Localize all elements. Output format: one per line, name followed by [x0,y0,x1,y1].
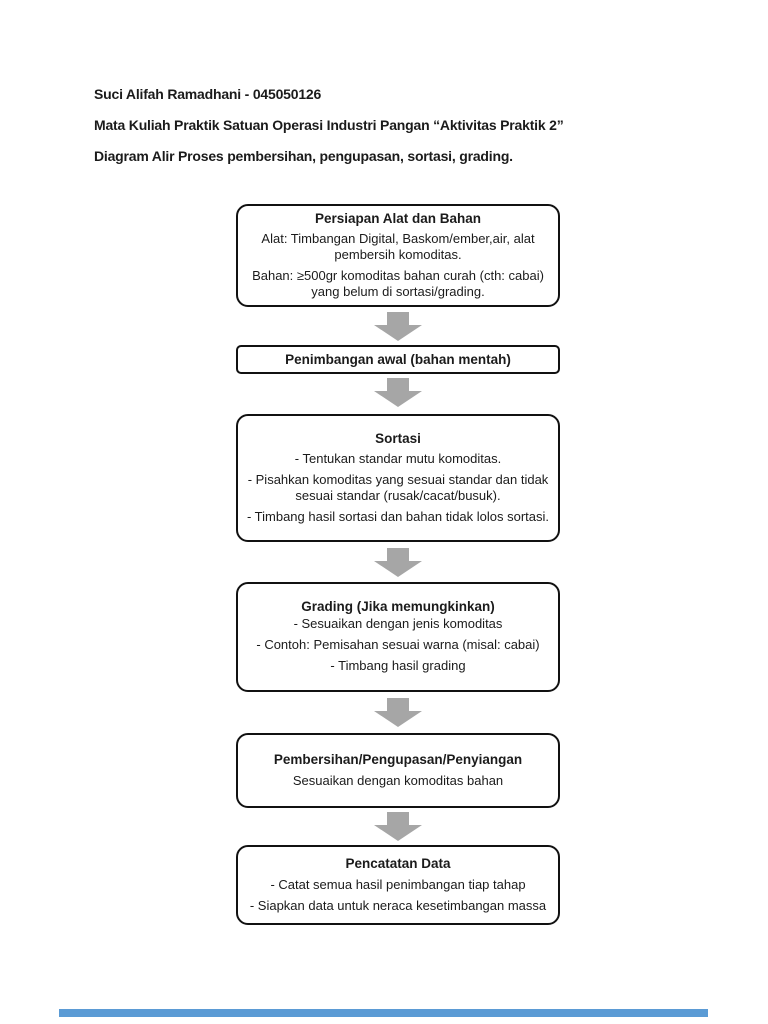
flow-step-line: - Catat semua hasil penimbangan tiap tah… [270,876,526,892]
flow-step-title: Penimbangan awal (bahan mentah) [285,351,511,367]
flow-step-line: - Tentukan standar mutu komoditas. [294,451,502,466]
flow-step-title: Persiapan Alat dan Bahan [314,210,482,226]
diagram-title-line: Diagram Alir Proses pembersihan, pengupa… [94,148,513,164]
flow-step-line: Sesuaikan dengan komoditas bahan [292,772,504,788]
flow-step-pembersihan: Pembersihan/Pengupasan/Penyiangan Sesuai… [236,733,560,808]
flow-step-line: - Siapkan data untuk neraca kesetimbanga… [249,897,547,913]
document-header: Suci Alifah Ramadhani - 045050126 Mata K… [94,86,714,179]
flow-step-line: - Timbang hasil grading [330,658,466,674]
flow-step-title: Pencatatan Data [345,856,451,871]
flow-step-line: - Timbang hasil sortasi dan bahan tidak … [246,509,550,524]
flow-step-title: Grading (Jika memungkinkan) [301,599,495,615]
flow-step-persiapan-alat-bahan: Persiapan Alat dan Bahan Alat: Timbangan… [236,204,560,307]
flow-step-title: Pembersihan/Pengupasan/Penyiangan [273,752,523,767]
arrow-down-icon [374,378,422,407]
flow-step-line: - Pisahkan komoditas yang sesuai standar… [247,472,549,503]
flow-step-sortasi: Sortasi - Tentukan standar mutu komodita… [236,414,560,542]
flow-step-pencatatan-data: Pencatatan Data - Catat semua hasil peni… [236,845,560,925]
flow-step-line: Bahan: ≥500gr komoditas bahan curah (cth… [252,268,544,299]
flow-step-line: - Contoh: Pemisahan sesuai warna (misal:… [256,637,540,653]
arrow-down-icon [374,698,422,727]
flow-step-line: Alat: Timbangan Digital, Baskom/ember,ai… [261,231,535,262]
author-line: Suci Alifah Ramadhani - 045050126 [94,86,322,102]
flow-step-penimbangan-awal: Penimbangan awal (bahan mentah) [236,345,560,374]
arrow-down-icon [374,312,422,341]
next-page-edge-bar [59,1009,708,1017]
arrow-down-icon [374,548,422,577]
course-line: Mata Kuliah Praktik Satuan Operasi Indus… [94,117,564,133]
arrow-down-icon [374,812,422,841]
flow-step-grading: Grading (Jika memungkinkan) - Sesuaikan … [236,582,560,692]
flow-step-title: Sortasi [375,430,421,446]
flow-step-line: - Sesuaikan dengan jenis komoditas [293,616,503,632]
